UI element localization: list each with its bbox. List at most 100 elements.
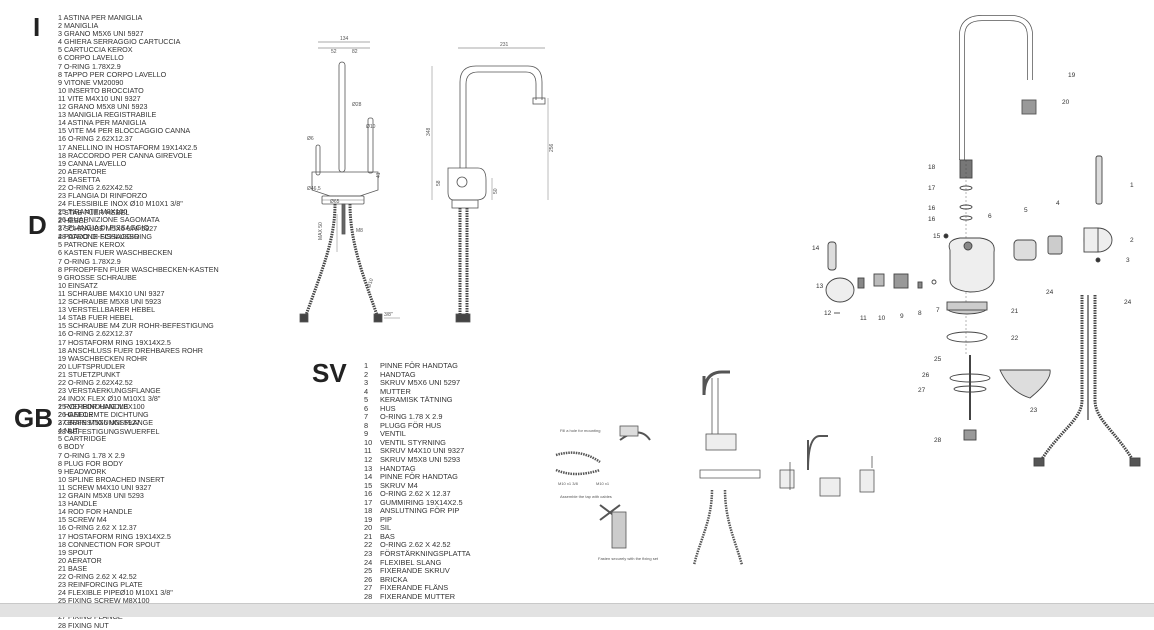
item-label: HANDTAG [380,369,416,379]
list-item: 19 WASCHBECKEN ROHR [58,353,148,363]
callout-7: 7 [936,307,940,314]
callout-19: 19 [1068,72,1076,79]
lang-code-it: I [33,12,41,42]
callout-22: 22 [1011,335,1019,342]
dim-348: 348 [426,127,432,136]
list-item: 22 O-RING 2.62X42.52 [58,182,133,192]
list-item: 2 MANIGLIA [58,21,99,31]
callout-20: 20 [1062,99,1070,106]
exploded-view [825,15,1141,467]
list-item: 10 INSERTO BROCCIATO [58,85,144,95]
dim-82: 82 [352,49,358,55]
item-number: 7 [364,412,369,422]
callout-24a: 24 [1046,289,1054,296]
list-item: 16 O-RING 2.62X12.37 [58,329,133,339]
item-label: SKRUV M5X8 UNI 5293 [380,455,461,465]
callout-15: 15 [933,233,941,240]
item-label: SKRUV M4 [380,480,418,490]
item-label: PINNE FÖR HANDTAG [380,472,458,482]
list-item: 4 GHIERA SERRAGGIO CARTUCCIA [58,37,181,47]
list-item: 21 BASETTA [58,174,101,184]
list-item: 25 VERBINDUNG M8X100 [58,402,145,412]
list-item: 10 EINSATZ [58,280,98,290]
item-number: 21 [364,531,373,541]
list-item: 10 VENTIL STYRNING [364,437,470,448]
item-number: 16 [364,489,373,499]
item-label: VENTIL STYRNING [380,437,446,447]
callout-12: 12 [824,310,832,317]
list-item: 28 DADO DI FISSAGGIO [58,231,140,241]
list-item: 20 AERATORE [58,166,107,176]
callout-1: 1 [1130,182,1134,189]
callout-8: 8 [918,310,922,317]
item-number: 1 [364,361,369,370]
list-item: 8 TAPPO PER CORPO LAVELLO [58,69,167,79]
list-item: 21 BASE [58,563,88,573]
item-label: VENTIL [380,429,406,439]
dim-max-50: MAX 50 [318,222,324,240]
callout-10: 10 [878,315,886,322]
list-item: 2 HEBEL [58,216,88,226]
item-number: 24 [364,557,373,567]
list-item: 17 HOSTAFORM RING 19X14X2.5 [58,531,171,541]
callout-27: 27 [918,387,926,394]
item-number: 25 [364,566,373,576]
list-item: 6 BODY [58,442,85,452]
list-item: 23 REINFORCING PLATE [58,580,143,590]
item-label: PLUGG FÖR HUS [380,420,442,430]
list-item: 12 GRANO M5X8 UNI 5923 [58,102,148,112]
list-item: 1 ROD FOR HANDLE [58,402,129,411]
list-item: 15 VITE M4 PER BLOCCAGGIO CANNA [58,126,191,136]
list-item: 18 CONNECTION FOR SPOUT [58,539,161,549]
item-number: 13 [364,463,373,473]
callout-13: 13 [816,283,824,290]
list-item: 5 PATRONE KEROX [58,240,125,250]
item-label: PIP [380,514,392,524]
list-item: 9 HEADWORK [58,466,107,476]
list-item: 25 FIXERANDE SKRUV [364,566,470,576]
list-item: 1 STAB FUER HEBEL [58,208,130,217]
list-item: 8 PFROEPFEN FUER WASCHBECKEN-KASTEN [58,264,219,274]
list-item: 22 O-RING 2.62X42.52 [58,377,133,387]
list-item: 20 LUFTSPRUDLER [58,361,126,371]
list-item: 8 PLUG FOR BODY [58,458,124,468]
dim-10-hose: Ø10 [366,278,375,289]
callout-24b: 24 [1124,299,1132,306]
list-item: 1 ASTINA PER MANIGLIA [58,13,143,22]
callout-23: 23 [1030,407,1038,414]
dim-65: Ø65 [330,199,340,205]
install-note-3: Fasten securely with the fixing set [598,556,659,561]
callout-9: 9 [900,313,904,320]
list-item: 14 ASTINA PER MANIGLIA [58,118,147,128]
item-number: 27 [364,583,373,593]
item-label: GUMMIRING 19X14X2.5 [380,497,463,507]
callout-21: 21 [1011,308,1019,315]
dim-41: 41 [376,172,382,178]
item-number: 11 [364,446,372,456]
item-number: 23 [364,549,373,559]
list-item: 11 VITE M4X10 UNI 9327 [58,93,141,103]
list-item: 20 AERATOR [58,555,102,565]
install-note-2: Assemble the tap with cables [560,494,612,499]
technical-drawings: 134 52 82 Ø28 Ø10 Ø6 Ø46,5 Ø65 41 MAX 50… [299,15,1141,566]
item-label: KERAMISK TÄTNING [380,395,453,405]
callout-14: 14 [812,245,820,252]
item-number: 10 [364,437,373,447]
list-item: 10 SPLINE BROACHED INSERT [58,474,165,484]
list-item: 27 BEFESTIGUNGSFLANGE [58,418,154,428]
list-item: 13 VERSTELLBARER HEBEL [58,305,156,315]
item-label: FIXERANDE SKRUV [380,566,450,576]
list-item: 6 CORPO LAVELLO [58,53,124,63]
item-number: 26 [364,574,373,584]
list-item: 28 FIXING NUT [58,620,109,630]
list-item: 25 TIRANTE M8X100 [58,207,128,217]
